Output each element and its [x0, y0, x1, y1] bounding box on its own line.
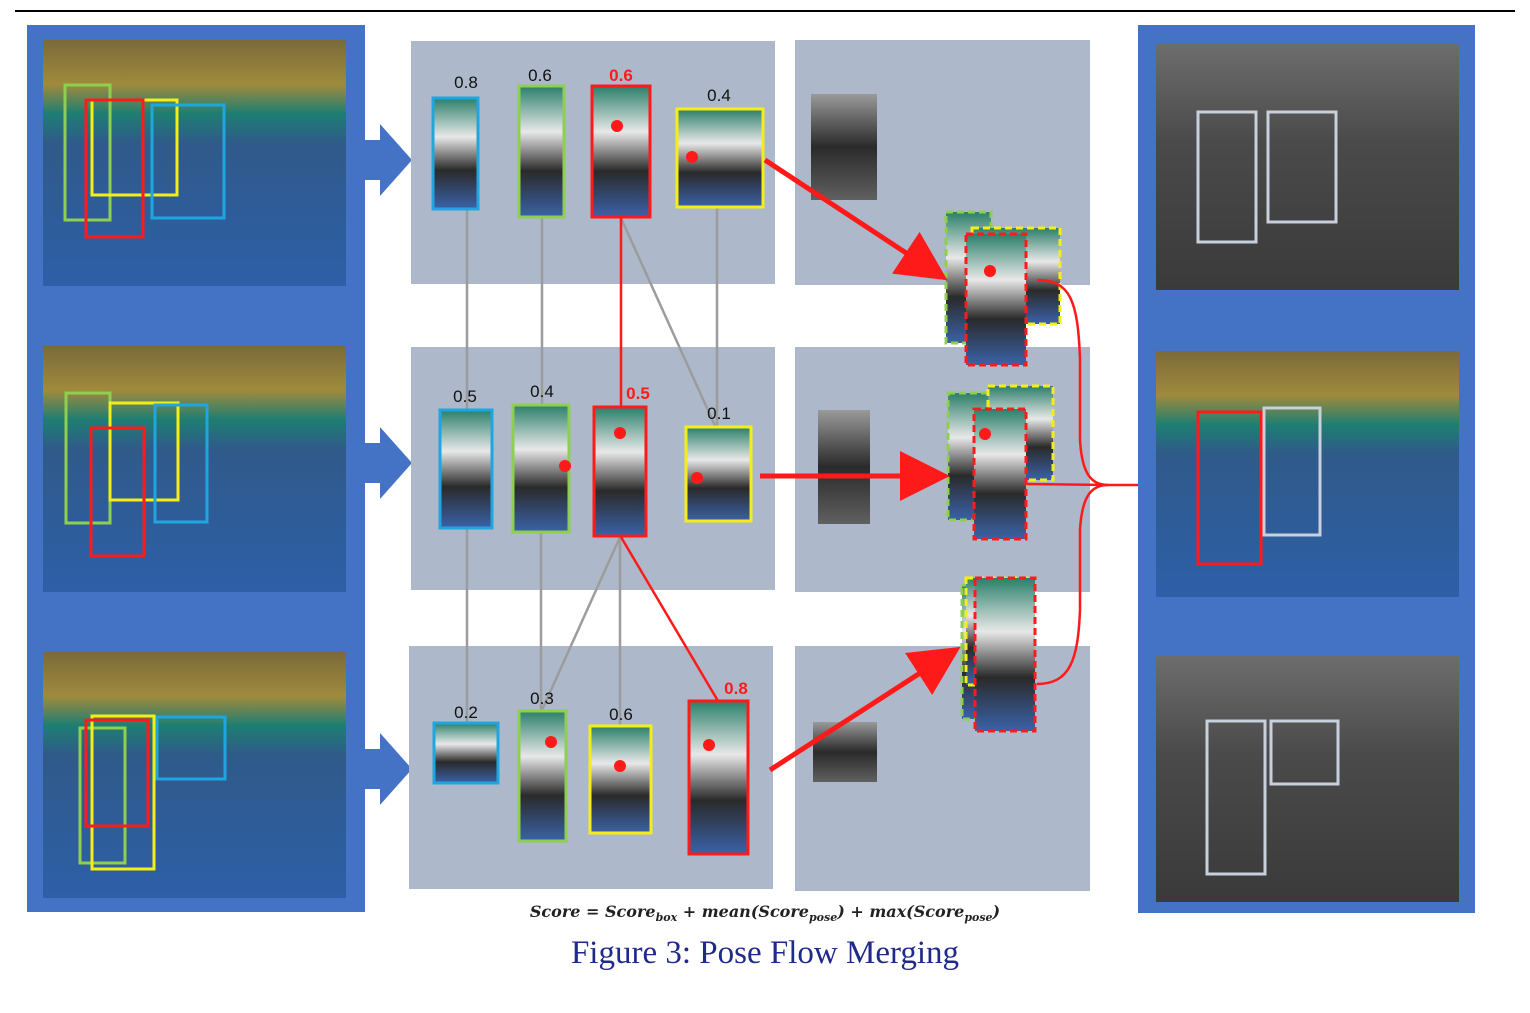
output-frame-3 — [1156, 656, 1459, 902]
merged-crop-2 — [946, 384, 1055, 541]
score-r3-c3: 0.6 — [609, 705, 633, 724]
flow-arrow-3 — [362, 733, 412, 805]
score-r2-c4: 0.1 — [707, 404, 731, 423]
score-r2-c2: 0.4 — [530, 382, 554, 401]
score-r2-c3: 0.5 — [626, 384, 650, 403]
input-frame-2 — [43, 346, 346, 592]
formula-plus2: + — [844, 902, 870, 921]
formula-eq: = — [580, 902, 605, 921]
candidates-row-1 — [431, 84, 765, 219]
output-frame-2 — [1156, 351, 1459, 597]
score-r2-c1: 0.5 — [453, 387, 477, 406]
figure-caption: Figure 3: Pose Flow Merging — [570, 935, 960, 971]
score-labels-row-3: 0.2 0.3 0.6 0.8 — [454, 679, 748, 724]
input-frame-3 — [43, 652, 346, 898]
score-r1-c2: 0.6 — [528, 66, 552, 85]
formula-term3-sub: pose — [964, 911, 993, 925]
merged-crop-1 — [944, 210, 1062, 367]
score-r3-c2: 0.3 — [530, 689, 554, 708]
gray-crop-2 — [818, 410, 870, 524]
score-r1-c3: 0.6 — [609, 66, 633, 85]
flow-arrow-1 — [362, 124, 412, 196]
score-r1-c1: 0.8 — [454, 73, 478, 92]
score-r3-c4: 0.8 — [724, 679, 748, 698]
red-links — [619, 218, 720, 702]
input-frame-1 — [43, 40, 346, 286]
merged-crop-3 — [960, 576, 1037, 733]
score-labels-row-2: 0.5 0.4 0.5 0.1 — [453, 382, 731, 423]
candidates-row-2 — [438, 403, 753, 538]
formula-term3-close: ) — [992, 902, 1001, 921]
formula-term1-sub: box — [655, 911, 678, 925]
flow-arrows — [362, 124, 412, 805]
formula-lhs: Score — [529, 902, 581, 921]
score-labels-row-1: 0.8 0.6 0.6 0.4 — [454, 66, 731, 105]
merge-arrows — [760, 157, 961, 773]
formula-term2: mean(Score — [701, 902, 809, 921]
gray-crop-1 — [811, 94, 877, 200]
score-r3-c1: 0.2 — [454, 703, 478, 722]
gray-links — [465, 208, 719, 725]
score-formula: Score = Scorebox + mean(Scorepose) + max… — [420, 902, 1110, 924]
score-r1-c4: 0.4 — [707, 86, 731, 105]
formula-term3: max(Score — [869, 902, 965, 921]
gray-crop-3 — [813, 722, 877, 782]
formula-plus1: + — [677, 902, 702, 921]
flow-arrow-2 — [362, 427, 412, 499]
candidates-row-3 — [432, 699, 750, 856]
formula-term1: Score — [604, 902, 656, 921]
formula-term2-close: ) — [837, 902, 845, 921]
formula-term2-sub: pose — [808, 911, 838, 925]
output-frame-1 — [1156, 44, 1459, 290]
top-rule — [15, 10, 1515, 12]
